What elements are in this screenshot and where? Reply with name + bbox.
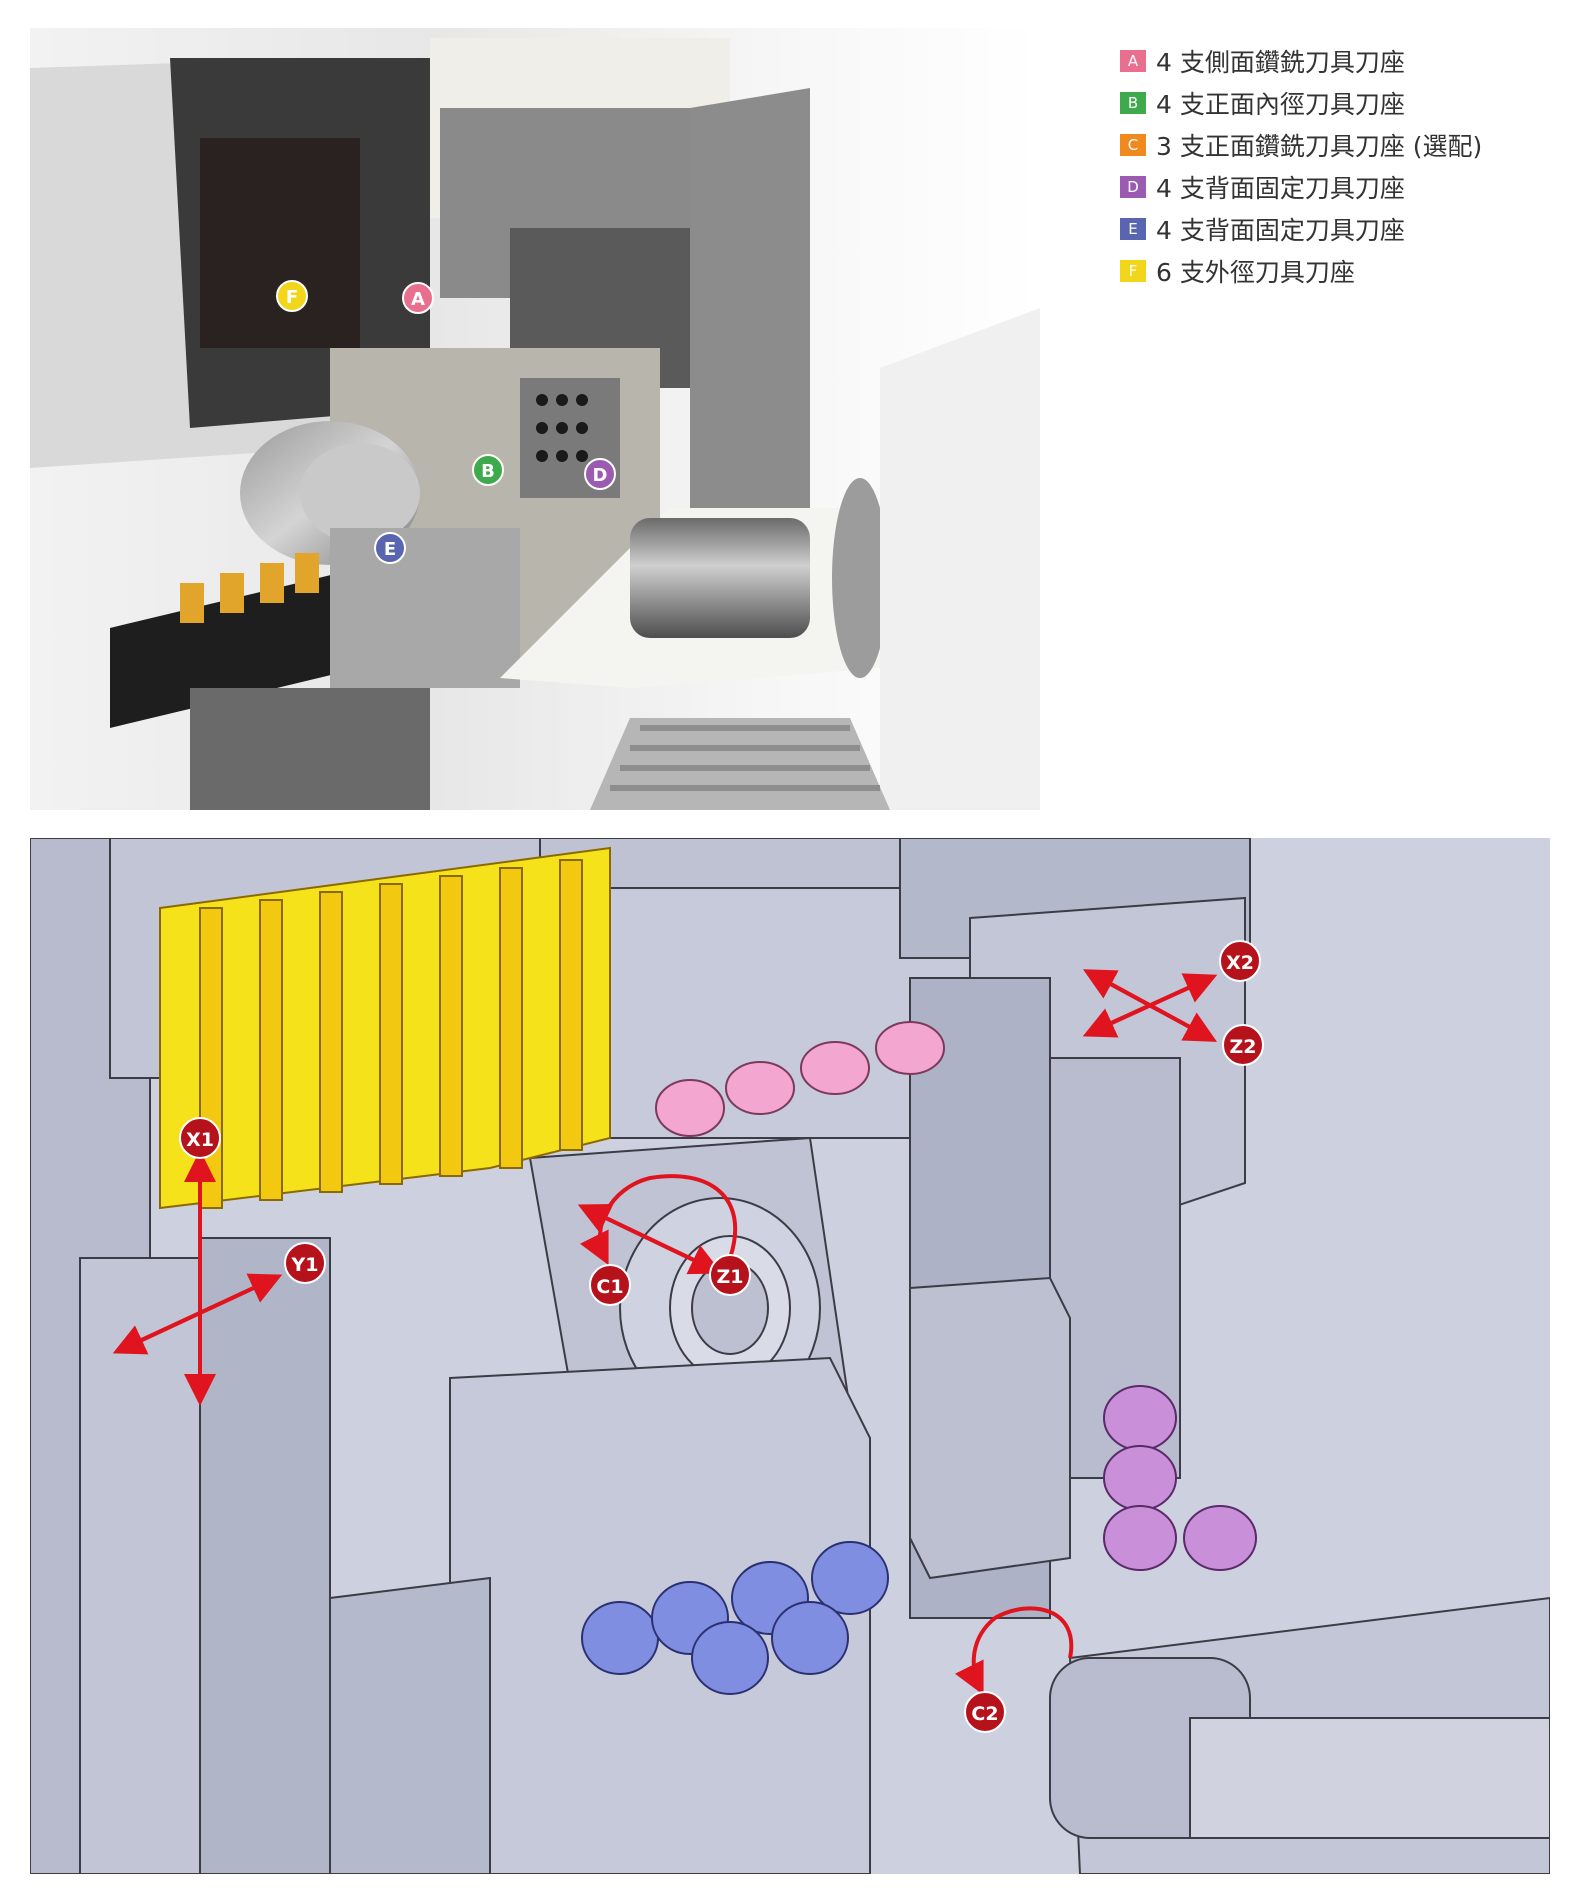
axis-arrows [112, 969, 1218, 1696]
legend-key-d: D [1120, 176, 1146, 198]
legend-text-a: 4 支側面鑽銑刀具刀座 [1156, 48, 1405, 77]
photo-marker-d: D [584, 458, 616, 490]
axis-badge-x1: X1 [179, 1117, 221, 1159]
axis-badge-y1: Y1 [284, 1242, 326, 1284]
cad-illustration: X1 Y1 C1 Z1 X2 Z2 C2 [30, 838, 1550, 1874]
svg-text:X1: X1 [186, 1129, 214, 1151]
legend-text-e: 4 支背面固定刀具刀座 [1156, 216, 1405, 245]
z1-arrow-forward [584, 1206, 723, 1275]
legend-item-d: D 4 支背面固定刀具刀座 [1120, 166, 1560, 208]
svg-text:B: B [481, 461, 495, 482]
axis-badge-c2: C2 [964, 1691, 1006, 1733]
svg-text:Y1: Y1 [291, 1254, 319, 1276]
axis-badge-x2: X2 [1219, 940, 1261, 982]
legend-key-b: B [1120, 92, 1146, 114]
axis-badge-z1: Z1 [709, 1254, 751, 1296]
legend-text-d: 4 支背面固定刀具刀座 [1156, 174, 1405, 203]
yellow-tool-comb [159, 846, 611, 1210]
svg-text:E: E [384, 539, 396, 560]
cad-axis-diagram: X1 Y1 C1 Z1 X2 Z2 C2 [30, 838, 1550, 1874]
photo-marker-a: A [402, 282, 434, 314]
pink-tool-holders [655, 1021, 945, 1137]
y1-arrow-down [112, 1276, 276, 1355]
z2-arrow-up [1082, 969, 1211, 1040]
legend-text-f: 6 支外徑刀具刀座 [1156, 258, 1355, 287]
svg-text:D: D [593, 465, 608, 486]
legend-item-f: F 6 支外徑刀具刀座 [1120, 250, 1560, 292]
c2-rotation-arrow [954, 1606, 1074, 1696]
legend-text-b: 4 支正面內徑刀具刀座 [1156, 90, 1405, 119]
svg-text:Z2: Z2 [1230, 1036, 1257, 1058]
legend-key-a: A [1120, 50, 1146, 72]
purple-tool-holders [1103, 1385, 1257, 1571]
legend-key-c: C [1120, 134, 1146, 156]
svg-text:F: F [286, 287, 298, 308]
machine-photo: F A B D E [30, 28, 1040, 810]
legend-item-c: C 3 支正面鑽銑刀具刀座 (選配) [1120, 124, 1560, 166]
svg-text:A: A [411, 289, 425, 310]
photo-marker-e: E [374, 532, 406, 564]
legend-item-a: A 4 支側面鑽銑刀具刀座 [1120, 40, 1560, 82]
svg-text:C2: C2 [971, 1703, 998, 1725]
legend-text-c: 3 支正面鑽銑刀具刀座 (選配) [1156, 132, 1483, 161]
c1-rotation-arrow [579, 1174, 738, 1266]
legend-item-b: B 4 支正面內徑刀具刀座 [1120, 82, 1560, 124]
svg-text:C1: C1 [596, 1276, 623, 1298]
legend-key-f: F [1120, 260, 1146, 282]
photo-marker-f: F [276, 280, 308, 312]
svg-text:X2: X2 [1226, 952, 1254, 974]
machine-photo-illustration: F A B D E [30, 38, 1040, 810]
legend-key-e: E [1120, 218, 1146, 240]
blue-tool-holders [581, 1541, 889, 1695]
axis-badge-z2: Z2 [1222, 1024, 1264, 1066]
tool-holder-legend: A 4 支側面鑽銑刀具刀座 B 4 支正面內徑刀具刀座 C 3 支正面鑽銑刀具刀… [1120, 40, 1560, 292]
legend-item-e: E 4 支背面固定刀具刀座 [1120, 208, 1560, 250]
axis-badge-c1: C1 [589, 1264, 631, 1306]
svg-text:Z1: Z1 [717, 1266, 744, 1288]
photo-marker-b: B [472, 454, 504, 486]
